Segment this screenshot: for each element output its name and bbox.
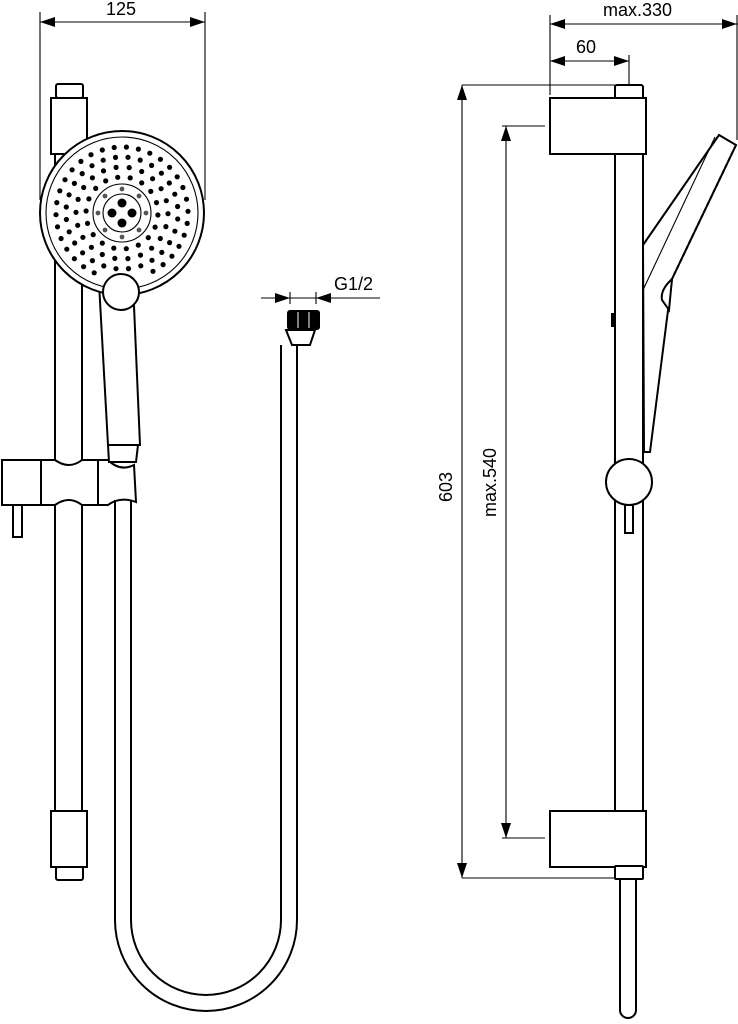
side-top-cap (614, 84, 644, 100)
dimension-max330 (549, 15, 738, 140)
spray-nozzles (53, 144, 191, 276)
side-bottom-bracket (549, 810, 647, 868)
rail-bottom-bracket (50, 810, 88, 881)
slider-holder (1, 459, 138, 538)
shower-head (39, 130, 205, 311)
side-top-bracket (549, 97, 647, 155)
dimension-g12 (261, 292, 380, 304)
dimension-max540 (501, 125, 545, 839)
dimension-125 (39, 12, 206, 200)
side-bottom-cap (614, 865, 644, 880)
front-view (1, 12, 380, 1012)
label-rail-height: 603 (436, 471, 456, 502)
side-slider-knob (605, 458, 653, 506)
side-view (457, 15, 738, 1019)
dimension-603 (457, 84, 615, 879)
dimension-60 (550, 55, 630, 85)
side-rail-marker (611, 313, 616, 327)
label-head-width: 125 (106, 0, 137, 19)
side-hose-outlet (619, 878, 637, 1019)
label-adjustment-max: max.540 (480, 447, 500, 517)
label-projection-max: max.330 (603, 0, 673, 20)
label-connector-thread: G1/2 (334, 274, 374, 294)
label-wall-offset: 60 (576, 37, 597, 57)
shower-hose (114, 310, 320, 1012)
hand-shower-handle (97, 282, 142, 463)
hand-shower-side (641, 133, 738, 453)
side-slider-pin (624, 504, 634, 534)
